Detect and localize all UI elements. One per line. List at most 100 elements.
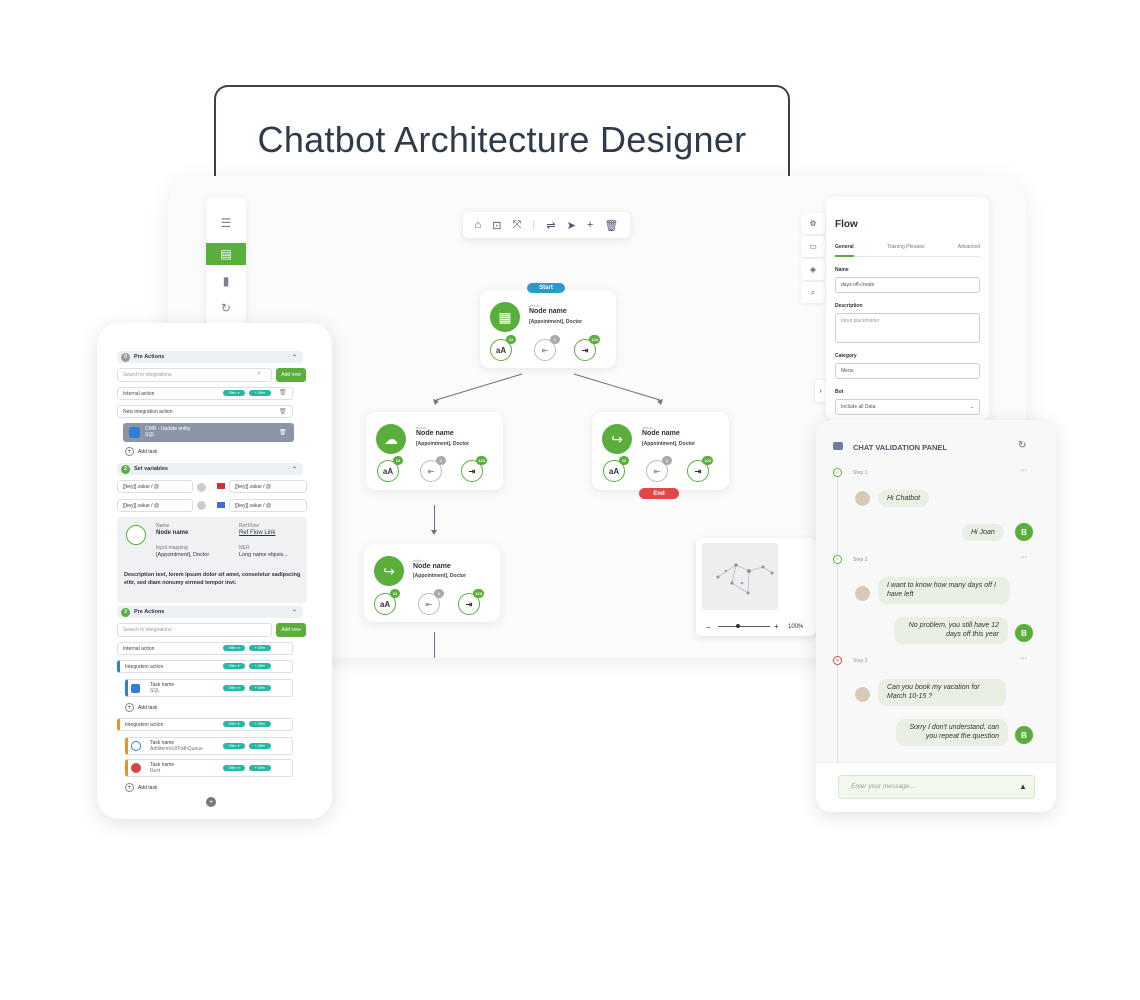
- user-message: No problem, you still have 12 days off t…: [894, 617, 1008, 644]
- zoom-level: 100%: [788, 624, 804, 630]
- bot-message: Can you book my vacation for March 10-15…: [878, 679, 1006, 706]
- fit-icon[interactable]: ⊡: [492, 219, 502, 232]
- minimap[interactable]: − + 100%: [696, 538, 816, 636]
- pointer-icon[interactable]: ➤: [566, 219, 576, 232]
- refresh-icon[interactable]: ↻: [220, 301, 232, 315]
- node-card[interactable]: ▦ action Node name [Appointment], Doctor…: [480, 290, 616, 368]
- flow-title: Flow: [835, 219, 858, 230]
- category-field[interactable]: Menu: [835, 363, 980, 379]
- zoom-slider[interactable]: [718, 626, 770, 627]
- more-icon[interactable]: ···: [1020, 467, 1027, 474]
- chat-icon: [833, 442, 843, 450]
- more-icon[interactable]: ···: [1020, 554, 1027, 561]
- gear-icon[interactable]: ⚙: [801, 213, 825, 234]
- bot-message: Hi Chatbot: [878, 490, 930, 508]
- user-avatar: B: [1015, 726, 1033, 744]
- rest-icon: [131, 763, 141, 773]
- message-input[interactable]: Enter your message...: [838, 775, 1035, 799]
- book-icon[interactable]: ▮: [222, 274, 230, 288]
- output-port[interactable]: ⇥123: [461, 456, 487, 482]
- document-icon[interactable]: ▤: [206, 243, 246, 265]
- node-card[interactable]: ↪ action Node name [Appointment], Doctor…: [592, 412, 729, 490]
- add-task-button[interactable]: +Add task: [125, 703, 157, 712]
- step-check-icon: ✓: [833, 555, 842, 564]
- node-name: Node name: [529, 308, 567, 315]
- plus-icon[interactable]: +: [586, 219, 594, 231]
- flow-panel: Flow General Training Phrases Advanced N…: [826, 197, 989, 420]
- bot-select[interactable]: Include all Data⌄: [835, 399, 980, 415]
- tab-advanced[interactable]: Advanced: [957, 244, 980, 250]
- add-section-icon[interactable]: +: [206, 797, 216, 807]
- value-field[interactable]: [[key]].value / @: [229, 499, 307, 512]
- expand-icon[interactable]: ⤧: [512, 218, 522, 231]
- offer-tag[interactable]: Offer ➔: [223, 390, 245, 396]
- node-sub: [Appointment], Doctor: [416, 441, 470, 447]
- refresh-icon[interactable]: ↻: [1018, 440, 1027, 451]
- flag-icon: [217, 483, 225, 489]
- tab-training-phrases[interactable]: Training Phrases: [886, 244, 925, 250]
- value-field[interactable]: [[key]].value / @: [229, 480, 307, 493]
- trash-icon[interactable]: 🗑: [604, 219, 619, 232]
- name-label: Name: [835, 267, 849, 273]
- home-icon[interactable]: ⌂: [474, 219, 482, 231]
- input-port[interactable]: ⇤1: [418, 589, 444, 615]
- add-task-button[interactable]: +Add task: [125, 447, 157, 456]
- zoom-in-icon[interactable]: +: [774, 622, 779, 631]
- user-avatar: B: [1015, 624, 1033, 642]
- start-badge: Start: [527, 283, 565, 293]
- search-input[interactable]: Search in integrations: [117, 368, 272, 382]
- node-card[interactable]: ☁ action Node name [Appointment], Doctor…: [366, 412, 503, 490]
- send-icon[interactable]: ▲: [1019, 782, 1027, 791]
- offer-tag[interactable]: + Offer: [249, 390, 271, 396]
- add-new-button[interactable]: Add new: [276, 368, 306, 382]
- canvas-toolbar: ⌂ ⊡ ⤧ | ⇌ ➤ + 🗑: [463, 212, 630, 238]
- output-port[interactable]: ⇥123: [574, 335, 600, 361]
- action-row[interactable]: New integration action: [117, 405, 293, 418]
- input-port[interactable]: ⇤1: [646, 456, 672, 482]
- trash-icon[interactable]: 🗑: [279, 390, 287, 396]
- zoom-handle[interactable]: [736, 624, 740, 628]
- node-card[interactable]: ↪ action Node name [Appointment], Doctor…: [364, 544, 500, 622]
- redirect-icon: ↪: [374, 556, 404, 586]
- node-sub: [Appointment], Doctor: [642, 441, 696, 447]
- add-new-button[interactable]: Add new: [276, 623, 306, 637]
- settings-sliders-icon[interactable]: ⇌: [546, 219, 556, 232]
- trash-icon[interactable]: 🗑: [279, 409, 287, 415]
- description-field[interactable]: Input placeholder: [835, 313, 980, 343]
- output-port[interactable]: ⇥123: [687, 456, 713, 482]
- more-icon[interactable]: ···: [1020, 655, 1027, 662]
- zoom-out-icon[interactable]: −: [706, 623, 711, 632]
- input-port[interactable]: ⇤1: [534, 335, 560, 361]
- add-task-button[interactable]: +Add task: [125, 783, 157, 792]
- collapse-chevron-icon[interactable]: ›: [815, 380, 826, 402]
- key-field[interactable]: [[key]].value / @: [117, 499, 193, 512]
- key-field[interactable]: [[key]].value / @: [117, 480, 193, 493]
- output-port[interactable]: ⇥123: [458, 589, 484, 615]
- input-port[interactable]: ⇤1: [420, 456, 446, 482]
- search-icon[interactable]: ⌕: [801, 282, 825, 303]
- name-field[interactable]: days-off-create: [835, 277, 980, 293]
- search-input[interactable]: Search in integrations: [117, 623, 272, 637]
- left-nav: ☰ ▤ ▮ ↻: [206, 197, 246, 327]
- layers-icon[interactable]: ◈: [801, 259, 825, 280]
- tab-general[interactable]: General: [835, 244, 854, 257]
- trash-icon[interactable]: 🗑: [279, 430, 287, 436]
- chevron-down-icon: ⌄: [969, 404, 974, 410]
- search-icon: ⌕: [257, 370, 261, 377]
- ref-flow-link[interactable]: Ref Flow Link: [239, 530, 276, 536]
- network-graph-icon: [716, 563, 774, 595]
- uipath-icon: [131, 741, 141, 751]
- menu-icon[interactable]: ☰: [220, 216, 232, 230]
- chat-icon[interactable]: ▭: [801, 236, 825, 257]
